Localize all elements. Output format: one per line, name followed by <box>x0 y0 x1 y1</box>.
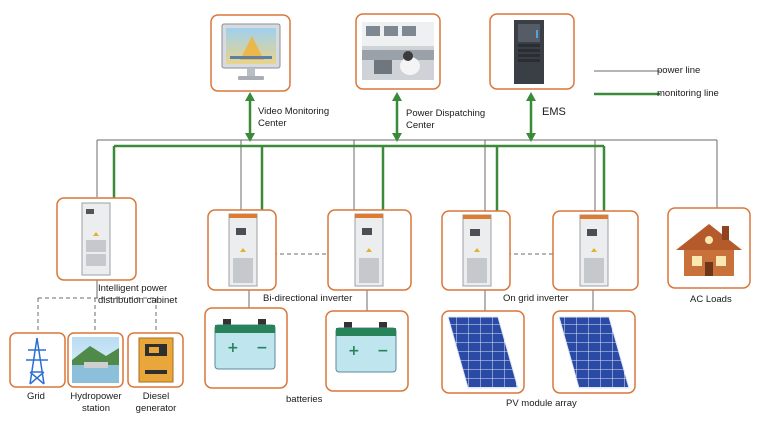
bidirectional-inverter-1 <box>207 209 277 291</box>
pv-array-label: PV module array <box>506 398 577 409</box>
solar-panel-icon <box>447 316 519 389</box>
on-grid-inverter-2 <box>552 210 639 291</box>
solar-panel-icon <box>558 316 630 389</box>
pv-array-2 <box>552 310 636 394</box>
batteries-label: batteries <box>286 394 323 405</box>
battery-icon: + − <box>214 319 276 370</box>
monitoring-lines <box>112 97 606 211</box>
legend <box>594 70 660 96</box>
inverter-icon <box>462 214 492 287</box>
battery-icon: + − <box>335 322 397 373</box>
hydropower-node <box>67 332 124 388</box>
on-grid-inverter-1 <box>441 210 511 291</box>
legend-power-line-label: power line <box>657 65 701 76</box>
legend-monitoring-line-label: monitoring line <box>657 88 719 99</box>
svg-text:+: + <box>348 343 360 359</box>
battery-node-1: + − <box>204 307 288 389</box>
control-room-photo <box>362 22 434 80</box>
inverter-icon <box>354 213 384 287</box>
power-dispatching-node <box>355 13 441 90</box>
dam-photo <box>72 337 119 383</box>
server-rack-icon <box>514 20 544 84</box>
svg-text:−: − <box>256 340 268 356</box>
svg-text:−: − <box>377 343 389 359</box>
ac-loads-label: AC Loads <box>690 294 732 305</box>
ems-node <box>489 13 575 90</box>
power-dispatching-label: Power Dispatching Center <box>406 108 486 131</box>
monitor-icon <box>221 23 281 80</box>
grid-node <box>9 332 66 388</box>
inverter-icon <box>579 214 609 287</box>
power-lines <box>37 139 718 333</box>
ac-loads-node <box>667 207 751 289</box>
grid-label: Grid <box>27 391 45 402</box>
house-icon <box>676 224 742 276</box>
svg-text:+: + <box>227 340 239 356</box>
video-monitoring-node <box>210 14 291 92</box>
bidirectional-inverter-2 <box>327 209 412 291</box>
ems-label: EMS <box>542 106 566 118</box>
video-monitoring-label: Video Monitoring Center <box>258 106 330 129</box>
diesel-generator-icon <box>138 337 174 383</box>
intelligent-cabinet-label: Intelligent power distribution cabinet <box>98 283 178 306</box>
arrowheads <box>245 92 536 142</box>
on-grid-inverter-label: On grid inverter <box>503 293 569 304</box>
hydropower-label: Hydropower station <box>70 391 122 414</box>
electrical-cabinet-icon <box>81 202 111 276</box>
diesel-generator-node <box>127 332 184 388</box>
battery-node-2: + − <box>325 310 409 392</box>
diesel-generator-label: Diesel generator <box>135 391 177 414</box>
transmission-tower-icon <box>26 337 48 385</box>
bidirectional-inverter-label: Bi-directional inverter <box>263 293 353 304</box>
inverter-icon <box>228 213 258 287</box>
intelligent-cabinet-node <box>56 197 137 281</box>
pv-array-1 <box>441 310 525 394</box>
